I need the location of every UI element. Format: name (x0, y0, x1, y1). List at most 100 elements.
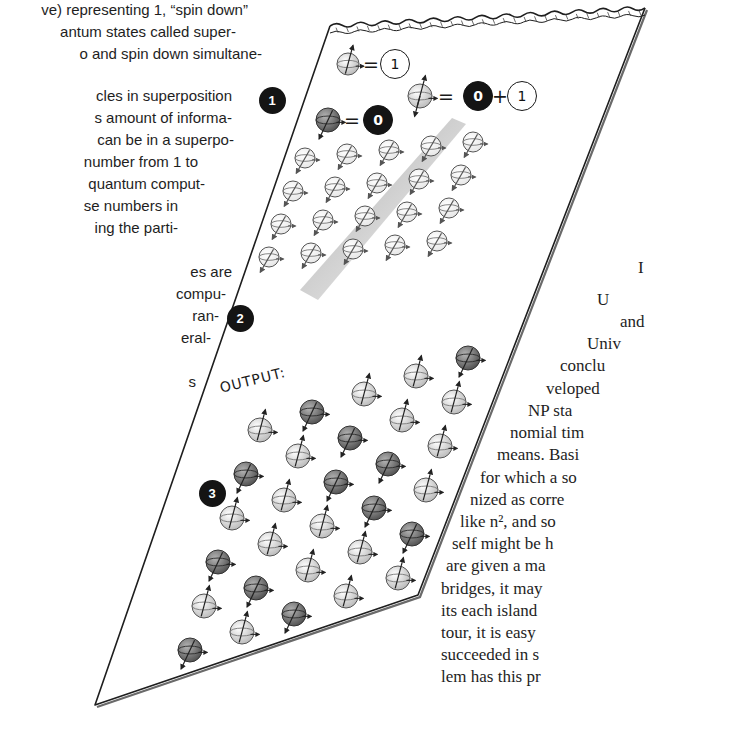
text-fragment: tour, it is easy (441, 623, 536, 643)
spin-arrow (181, 640, 195, 669)
rotation-arrow (312, 160, 320, 161)
spin-arrow (343, 576, 351, 607)
spin-particle (272, 480, 301, 512)
text-fragment: nomial tim (510, 423, 584, 443)
text-fragment: its each island (441, 601, 537, 621)
text-fragment: compu- (176, 284, 226, 304)
rotation-arrow (254, 476, 263, 477)
text-fragment: U (597, 290, 609, 310)
rotation-arrow (278, 546, 287, 547)
paper-hatch (493, 19, 495, 24)
rotation-arrow (288, 226, 296, 227)
node-text: 1 (268, 94, 275, 107)
node-text: 1 (518, 89, 527, 103)
spin-arrow (341, 428, 355, 457)
paper-hatch (639, 10, 641, 15)
text-fragment: conclu (560, 356, 605, 376)
bit-zero-circle: 0 (363, 105, 393, 135)
rotation-arrow (358, 440, 367, 441)
spin-arrow (386, 237, 399, 260)
text-fragment: bridges, it may (441, 579, 543, 599)
spin-arrow (257, 410, 265, 441)
spin-particle (230, 612, 259, 644)
spin-particle (439, 198, 464, 223)
rotation-arrow (396, 466, 405, 467)
text-fragment: lem has this pr (441, 667, 541, 687)
spin-particle (385, 235, 410, 260)
rotation-arrow (476, 360, 485, 361)
spin-particle (463, 132, 488, 157)
text-fragment: quantum comput- (88, 174, 205, 194)
paper-hatch (618, 12, 620, 17)
rotation-arrow (240, 520, 249, 521)
rotation-arrow (462, 404, 471, 405)
spin-arrow (398, 204, 411, 227)
spin-particle (355, 206, 380, 231)
text-fragment: Univ (587, 334, 621, 354)
paper-hatch (420, 23, 422, 28)
paper-edge (95, 8, 645, 705)
spin-particle (348, 532, 377, 564)
plus-sign: + (492, 86, 508, 106)
spin-particle (206, 550, 235, 581)
rotation-arrow (434, 492, 443, 493)
paper-sheet (95, 7, 647, 707)
text-fragment: nized as corre (470, 490, 564, 510)
bit-one-circle: 1 (380, 49, 410, 79)
spin-arrow (327, 472, 341, 501)
spin-particle (248, 410, 277, 442)
text-fragment: eral- (181, 328, 211, 348)
spin-particle (337, 144, 362, 169)
spin-particle (409, 169, 434, 194)
spin-arrow (319, 110, 333, 139)
spin-particle (296, 550, 325, 582)
light-beam (300, 118, 466, 300)
rotation-arrow (384, 185, 392, 186)
spin-arrow (365, 498, 379, 527)
spin-arrow (229, 498, 237, 529)
spin-arrow (281, 480, 289, 511)
spin-particle (295, 148, 320, 173)
rotation-arrow (316, 572, 325, 573)
text-fragment: s (189, 372, 197, 392)
rotation-arrow (212, 608, 221, 609)
paper-hatch (514, 18, 516, 23)
rotation-arrow (468, 177, 476, 178)
paper-hatch (409, 23, 411, 28)
rotation-arrow (292, 502, 301, 503)
spin-arrow (357, 532, 365, 563)
spin-particle (421, 136, 446, 161)
spin-particle (442, 382, 471, 414)
spin-particle (414, 470, 443, 502)
spin-particle (338, 426, 367, 457)
rotation-arrow (438, 148, 446, 149)
spin-particle (408, 76, 437, 117)
text-fragment: s amount of informa- (94, 108, 232, 128)
rotation-arrow (276, 259, 284, 260)
text-fragment: antum states called super- (60, 22, 236, 42)
spin-arrow (464, 134, 477, 157)
paper-hatch (597, 13, 599, 18)
text-fragment: o and spin down simultane- (79, 44, 262, 64)
rotation-arrow (424, 378, 433, 379)
spin-particle (337, 45, 364, 75)
paper-wavy-border (330, 15, 645, 34)
paper-hatch (440, 22, 442, 27)
rotation-arrow (330, 528, 339, 529)
spin-particle (428, 426, 457, 458)
callout-number: 1 (259, 87, 286, 114)
rotation-arrow (480, 144, 488, 145)
spin-arrow (413, 356, 421, 387)
spin-particle (244, 576, 273, 607)
spin-arrow (326, 179, 339, 202)
spin-arrow (428, 233, 441, 256)
paper-hatch (587, 13, 589, 18)
rotation-arrow (372, 396, 381, 397)
rotation-arrow (354, 598, 363, 599)
spin-arrow (344, 241, 357, 264)
spin-arrow (379, 454, 393, 483)
paper-hatch (524, 17, 526, 22)
text-fragment: means. Basi (497, 445, 579, 465)
spin-particle (271, 214, 296, 239)
text-fragment: ve) representing 1, “spin down” (41, 0, 248, 20)
